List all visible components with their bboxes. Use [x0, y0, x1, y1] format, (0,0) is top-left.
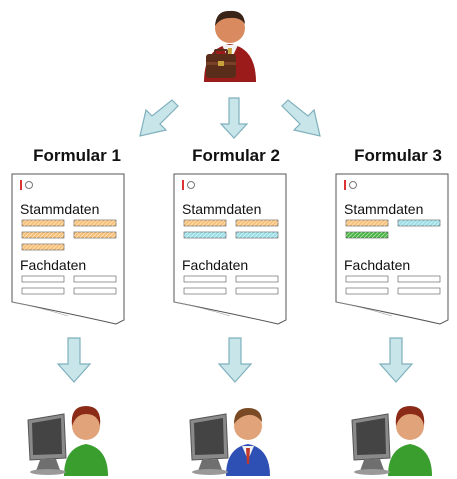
form-2-section-stammdaten: Stammdaten	[182, 201, 261, 217]
form-3-section-stammdaten: Stammdaten	[344, 201, 423, 217]
arrow-down-2-icon	[217, 337, 253, 383]
form-sheets: Stammdaten Fachdaten Stammdaten Fachdate…	[11, 173, 449, 325]
form-1-title: Formular 1	[33, 146, 121, 165]
form-3-sheet: Stammdaten Fachdaten	[335, 173, 449, 325]
form-1-section-fachdaten: Fachdaten	[20, 257, 86, 273]
arrow-to-form-1-icon	[139, 99, 179, 137]
form-2-title: Formular 2	[192, 146, 280, 165]
arrow-to-form-2-icon	[219, 97, 249, 139]
distribution-arrows	[139, 97, 321, 139]
form-3-title: Formular 3	[354, 146, 442, 165]
download-arrows	[56, 337, 414, 383]
form-1-sheet: Stammdaten Fachdaten	[11, 173, 125, 325]
arrow-down-1-icon	[56, 337, 92, 383]
manager-with-briefcase-icon	[204, 10, 256, 82]
arrow-to-form-3-icon	[281, 99, 321, 137]
form-2-section-fachdaten: Fachdaten	[182, 257, 248, 273]
form-3-section-fachdaten: Fachdaten	[344, 257, 410, 273]
form-2-sheet: Stammdaten Fachdaten	[173, 173, 287, 325]
user-at-computer-2-icon	[189, 408, 270, 476]
arrow-down-3-icon	[378, 337, 414, 383]
user-at-computer-1-icon	[27, 406, 108, 476]
user-at-computer-3-icon	[351, 406, 432, 476]
form-1-section-stammdaten: Stammdaten	[20, 201, 99, 217]
